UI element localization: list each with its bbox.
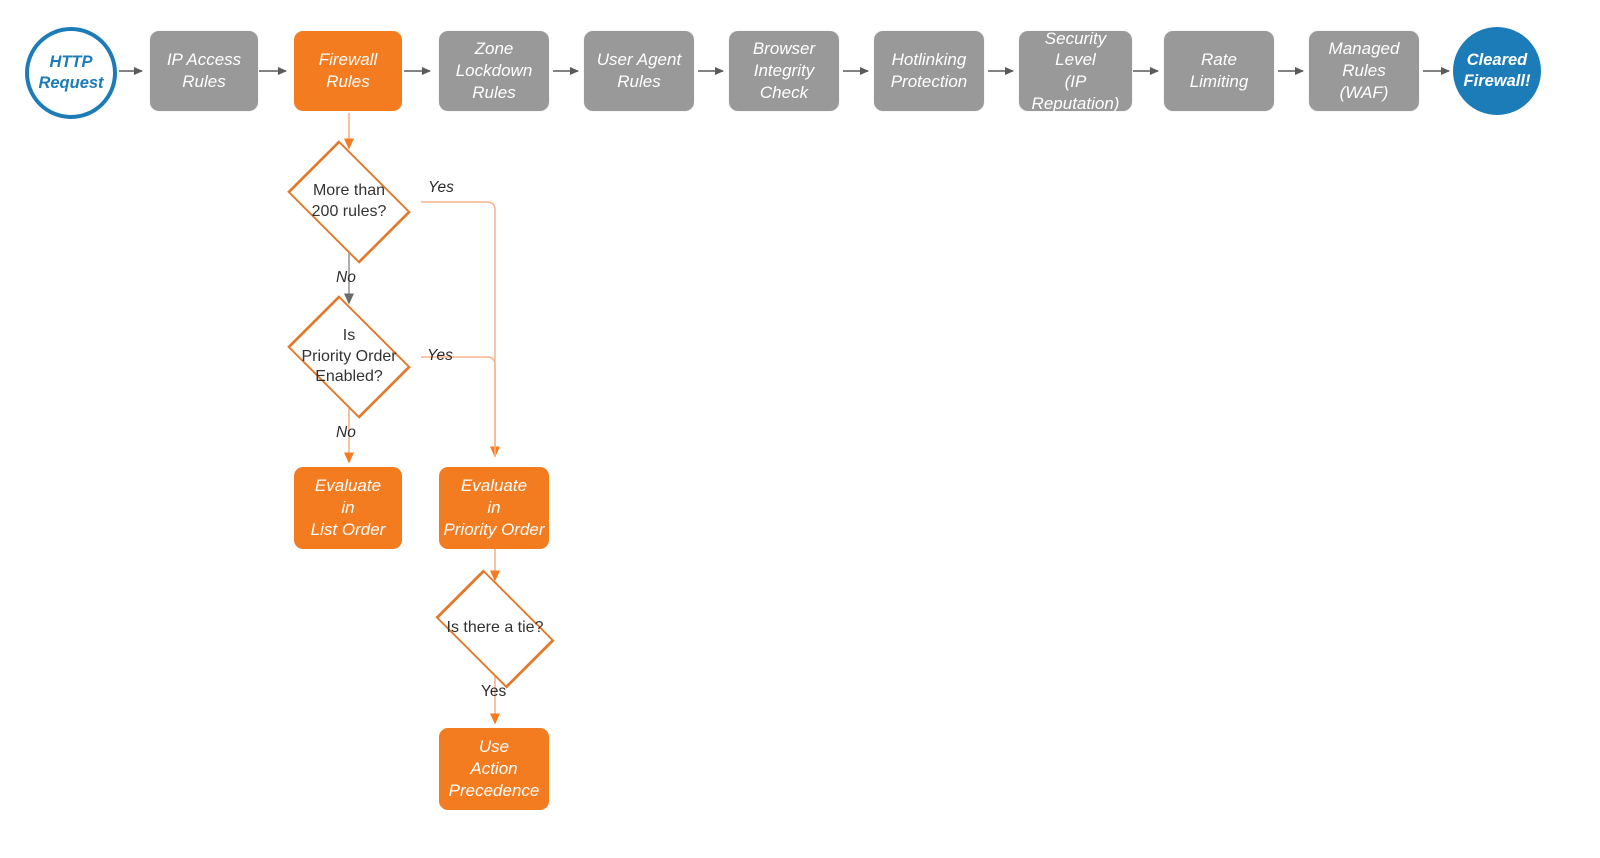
edge-label-more-rules-no: No <box>336 269 356 286</box>
decision-label: Is there a tie? <box>446 619 544 637</box>
node-evaluate-in-list-order[interactable]: Evaluate in List Order <box>294 467 402 549</box>
edge-label-tie-yes: Yes <box>481 683 507 700</box>
node-label: Evaluate in Priority Order <box>443 476 545 539</box>
node-label: Firewall Rules <box>318 50 378 91</box>
node-label: Hotlinking Protection <box>890 50 968 91</box>
node-security-level[interactable]: Security Level (IP Reputation) <box>1019 29 1132 113</box>
edge-more-rules-yes <box>421 201 500 458</box>
node-zone-lockdown-rules[interactable]: Zone Lockdown Rules <box>439 31 549 111</box>
decision-priority-order-enabled[interactable]: Is Priority Order Enabled? <box>277 295 421 419</box>
node-hotlinking-protection[interactable]: Hotlinking Protection <box>874 31 984 111</box>
node-browser-integrity-check[interactable]: Browser Integrity Check <box>729 31 839 111</box>
decision-label: More than 200 rules? <box>311 182 387 220</box>
node-label: Rate Limiting <box>1189 50 1249 91</box>
node-user-agent-rules[interactable]: User Agent Rules <box>584 31 694 111</box>
node-label: Cleared Firewall! <box>1463 50 1531 90</box>
node-ip-access-rules[interactable]: IP Access Rules <box>150 31 258 111</box>
node-use-action-precedence[interactable]: Use Action Precedence <box>439 728 549 810</box>
node-label: Zone Lockdown Rules <box>455 39 533 102</box>
node-firewall-rules[interactable]: Firewall Rules <box>294 31 402 111</box>
node-rate-limiting[interactable]: Rate Limiting <box>1164 31 1274 111</box>
decision-is-there-a-tie[interactable]: Is there a tie? <box>423 568 567 689</box>
node-evaluate-in-priority-order[interactable]: Evaluate in Priority Order <box>439 467 549 549</box>
node-managed-rules-waf[interactable]: Managed Rules (WAF) <box>1309 31 1419 111</box>
node-http-request[interactable]: HTTP Request <box>25 27 117 119</box>
node-cleared-firewall[interactable]: Cleared Firewall! <box>1453 27 1541 115</box>
edge-label-priority-yes: Yes <box>427 347 453 364</box>
node-label: HTTP Request <box>38 52 104 92</box>
decision-label: Is Priority Order Enabled? <box>301 326 397 386</box>
edge-label-priority-no: No <box>336 424 356 441</box>
node-label: Evaluate in List Order <box>310 476 386 539</box>
node-label: Browser Integrity Check <box>752 39 816 102</box>
decision-more-than-200-rules[interactable]: More than 200 rules? <box>277 140 421 264</box>
node-label: IP Access Rules <box>166 50 242 91</box>
edge-label-more-rules-yes: Yes <box>428 179 454 196</box>
node-label: Security Level (IP Reputation) <box>1031 28 1120 113</box>
node-label: Use Action Precedence <box>448 737 540 800</box>
node-label: Managed Rules (WAF) <box>1328 39 1400 102</box>
edge-priority-yes <box>421 356 496 456</box>
node-label: User Agent Rules <box>596 50 682 91</box>
